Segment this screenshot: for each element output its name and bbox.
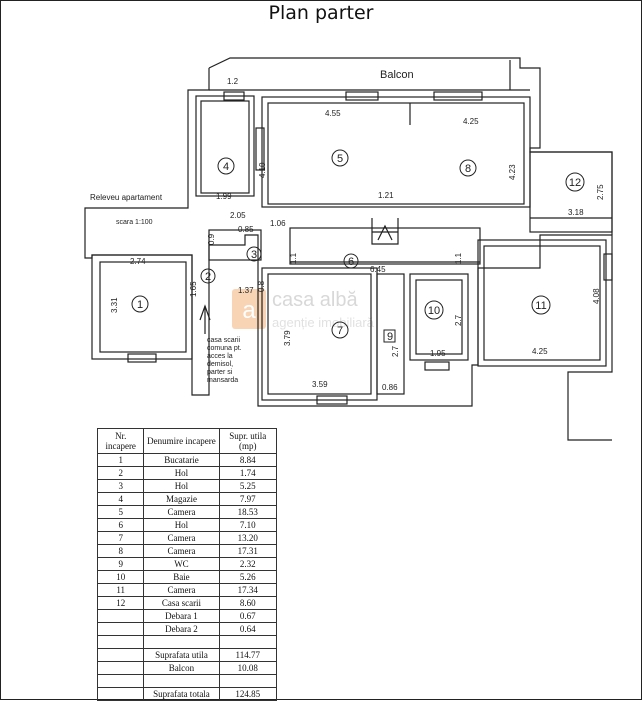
dim-room12-width: 3.18: [568, 208, 584, 217]
dim-balcony-width: 1.2: [227, 77, 239, 86]
room-number-12: 12: [569, 177, 581, 189]
outer-wall: [84, 68, 613, 441]
stair-note-line-6: mansarda: [207, 377, 238, 384]
room-number-2: 2: [205, 271, 211, 283]
watermark-tagline: agenție imobiliară: [272, 315, 375, 330]
room-number-11: 11: [535, 300, 546, 312]
scale-label: scara 1:100: [116, 219, 153, 226]
stair-note-line-1: casa scarii: [207, 337, 241, 344]
stair-note-line-3: acces la: [207, 353, 233, 360]
dim-hall2-depth: 0.9: [207, 233, 216, 245]
room-number-4: 4: [223, 161, 229, 173]
dim-room11-width: 4.25: [532, 347, 548, 356]
dim-hall3-width: 1.37: [238, 286, 254, 295]
dim-hall6-right: 1.1: [454, 252, 463, 264]
room-number-5: 5: [337, 153, 343, 165]
dim-hall3-depth: 0.85: [238, 225, 254, 234]
dim-room4-width: 1.99: [216, 192, 232, 201]
survey-label: Releveu apartament: [90, 193, 163, 202]
stair-note-line-5: parter si: [207, 369, 233, 376]
dim-hall6-left: 1.1: [289, 252, 298, 264]
stair-note-line-4: demisol,: [207, 361, 233, 368]
dim-stair-width: 1.21: [378, 191, 394, 200]
dim-room1-width: 2.74: [130, 257, 146, 266]
page-title: Plan parter: [268, 2, 374, 24]
dim-room7-width: 3.59: [312, 380, 328, 389]
table-spacer: [96, 635, 277, 649]
table-spacer: [96, 674, 277, 688]
dim-room5-width: 4.55: [325, 109, 341, 118]
dim-room11-height: 4.08: [592, 288, 601, 304]
header-room-name: Denumire incapere: [143, 428, 220, 454]
dim-room12-height: 2.75: [596, 184, 605, 200]
svg-text:a: a: [242, 297, 256, 324]
area-table: Nr. incapere Denumire incapere Supr. uti…: [96, 428, 277, 701]
stair-note-line-2: comuna pt.: [207, 345, 242, 352]
header-area: Supr. utila (mp): [218, 428, 277, 454]
room-number-10: 10: [428, 305, 440, 317]
dim-room1-height: 3.31: [110, 297, 119, 313]
room-number-9: 9: [387, 331, 393, 343]
watermark-brand: casa albă: [272, 289, 358, 311]
room-number-8: 8: [465, 163, 471, 175]
dim-room8-height: 4.23: [508, 164, 517, 180]
header-room-number: Nr. incapere: [96, 428, 145, 454]
dim-hall3-height: 0.8: [257, 280, 266, 292]
room-number-6: 6: [348, 256, 354, 268]
dim-hall6-width: 6.45: [370, 265, 386, 274]
dim-room9-width: 0.86: [382, 383, 398, 392]
dim-small-gap: 1.06: [270, 219, 286, 228]
room-number-3: 3: [251, 249, 257, 261]
dim-room7-height: 3.79: [283, 330, 292, 346]
dim-room4-height: 4.10: [258, 162, 267, 178]
dim-room10-height: 2.7: [454, 314, 463, 326]
balcony-label: Balcon: [380, 69, 414, 81]
room-number-7: 7: [337, 325, 343, 337]
dim-room10-width: 1.95: [430, 349, 446, 358]
dim-room8-width: 4.25: [463, 117, 479, 126]
watermark-logo: a casa albă agenție imobiliară: [232, 289, 375, 330]
dim-door-width: 2.05: [230, 211, 246, 220]
area-table-header: Nr. incapere Denumire incapere Supr. uti…: [96, 428, 277, 454]
dim-hall2-height: 1.65: [189, 281, 198, 297]
dim-room9-height: 2.7: [391, 345, 400, 357]
room-number-1: 1: [137, 299, 143, 311]
